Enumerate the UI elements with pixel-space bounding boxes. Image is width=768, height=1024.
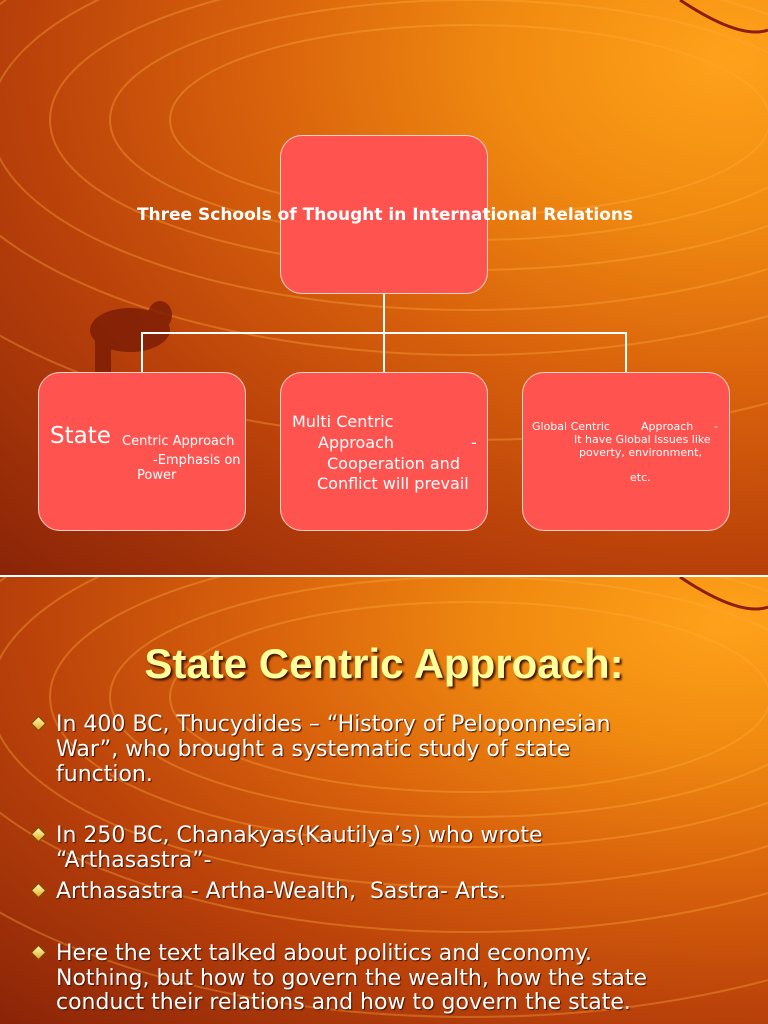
state-line-3: Power xyxy=(137,468,177,483)
multi-line-3: Cooperation and xyxy=(327,454,460,473)
connector-horizontal xyxy=(141,332,627,334)
global-centric-box xyxy=(522,372,730,531)
bullet-1-line-3: function. xyxy=(56,762,153,787)
multi-centric-box xyxy=(280,372,488,531)
global-line-4: etc. xyxy=(630,471,651,484)
global-line-1: Global Centric xyxy=(532,420,610,433)
global-line-2: It have Global Issues like xyxy=(574,433,711,446)
bullet-2-line-1: In 250 BC, Chanakyas(Kautilya’s) who wro… xyxy=(56,823,543,848)
root-box xyxy=(280,135,488,294)
slide-2 xyxy=(0,577,768,1024)
connector-left xyxy=(141,332,143,373)
global-line-3: poverty, environment, xyxy=(579,446,702,459)
connector-right xyxy=(625,332,627,373)
bullet-3-line-1: Arthasastra - Artha-Wealth, Sastra- Arts… xyxy=(56,879,507,904)
bullet-4-line-3: conduct their relations and how to gover… xyxy=(56,990,631,1015)
bullet-2-line-2: “Arthasastra”- xyxy=(56,848,212,873)
state-label: State xyxy=(50,423,111,449)
multi-line-2: Approach xyxy=(318,433,395,452)
global-line-1b: Approach xyxy=(641,420,694,433)
global-line-1c: - xyxy=(714,420,718,433)
multi-line-4: Conflict will prevail xyxy=(317,474,469,493)
state-line-1: Centric Approach xyxy=(122,434,235,449)
bullet-1-line-1: In 400 BC, Thucydides – “History of Pelo… xyxy=(56,712,611,737)
slide-2-title: State Centric Approach: xyxy=(144,640,624,687)
bullet-4-line-1: Here the text talked about politics and … xyxy=(56,941,592,966)
multi-line-1: Multi Centric xyxy=(292,412,394,431)
root-box-text: Three Schools of Thought in Internationa… xyxy=(136,205,634,225)
state-centric-box xyxy=(38,372,246,531)
slide-divider xyxy=(0,575,768,577)
runner-silhouette xyxy=(90,301,172,375)
state-line-2: -Emphasis on xyxy=(153,453,241,468)
bullet-1-line-2: War”, who brought a systematic study of … xyxy=(56,737,571,762)
multi-dash: - xyxy=(471,433,477,452)
bullet-4-line-2: Nothing, but how to govern the wealth, h… xyxy=(56,966,648,991)
